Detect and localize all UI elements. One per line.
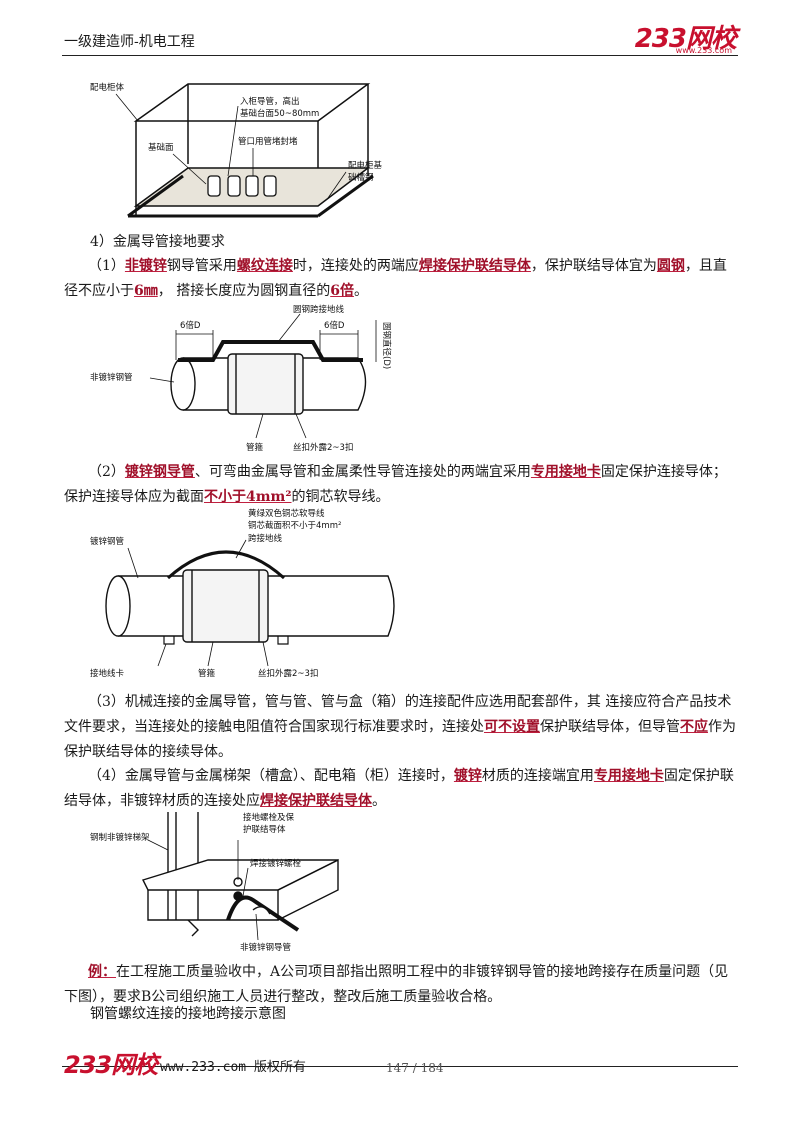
- p4-key-weld: 焊接保护联结导体: [260, 793, 372, 809]
- six-d-right-label: 6倍D: [324, 320, 345, 331]
- tray-connection-figure: 接地螺栓及保 护联结导体 钢制非镀锌梯架 焊接镀锌螺栓 非镀锌钢导管: [90, 812, 339, 953]
- example-paragraph: 例：在工程施工质量验收中，A公司项目部指出照明工程中的非镀锌钢导管的接地跨接存在…: [64, 960, 740, 1010]
- paragraph-3: （3）机械连接的金属导管，管与管、管与盒（箱）的连接配件应选用配套部件，其 连接…: [64, 690, 740, 765]
- p1-text: 时，连接处的两端应: [292, 258, 419, 274]
- p2-num: （2）: [88, 464, 125, 480]
- channel-label-1: 配电柜基: [348, 160, 383, 171]
- p2-text: 、可弯曲金属导管和金属柔性导管连接处的两端宜采用: [194, 464, 531, 480]
- p1-num: （1）: [88, 258, 125, 274]
- brand-logo[interactable]: 233网校 www.233.com: [634, 18, 737, 55]
- p1-key-threaded: 螺纹连接: [236, 258, 293, 274]
- threaded-bridge-figure: 6倍D 6倍D 圆钢跨接地线 圆钢直径(D) 非镀锌钢管 管箍 丝扣外露2~3扣: [90, 304, 392, 453]
- clamp-label: 接地线卡: [90, 668, 125, 679]
- p4-key-galvanized: 镀锌: [453, 768, 482, 784]
- bolt-label-1: 接地螺栓及保: [243, 812, 295, 823]
- paragraph-4: （4）金属导管与金属梯架（槽盒）、配电箱（柜）连接时，镀锌材质的连接端宜用专用接…: [64, 764, 740, 814]
- p2-text: 的铜芯软导线。: [291, 489, 390, 505]
- wire-label-3: 跨接地线: [248, 533, 283, 544]
- p3-key-shall-not: 不应: [680, 719, 708, 735]
- p4-text: 材质的连接端宜用: [481, 768, 594, 784]
- cabinet-figure: 配电柜体 入柜导管，高出 基础台面50~80mm 基础面 管口用管堵封堵 配电柜…: [90, 82, 383, 218]
- p4-text: 固定保护联结导体，非镀锌材质的连接处应: [64, 768, 734, 809]
- section-title: 4）金属导管接地要求: [90, 234, 225, 250]
- pipe-label: 非镀锌钢导管: [240, 942, 291, 953]
- example-caption: 钢管螺纹连接的接地跨接示意图: [90, 1006, 286, 1022]
- p2-key-clamp: 专用接地卡: [530, 464, 601, 480]
- p1-text: ，且直径不应小于: [64, 258, 727, 299]
- p4-key-clamp: 专用接地卡: [593, 768, 664, 784]
- coupling-label: 管箍: [198, 668, 216, 679]
- page-number: 147 / 184: [386, 1061, 444, 1075]
- document-header-title: 一级建造师-机电工程: [64, 34, 195, 50]
- p3-text: 作为保护联结导体的接续导体。: [64, 719, 736, 760]
- p4-text: （4）金属导管与金属梯架（槽盒）、配电箱（柜）连接时，: [88, 768, 454, 784]
- bolt-label-2: 护联结导体: [243, 824, 286, 835]
- example-text: 在工程施工质量验收中，A公司项目部指出照明工程中的非镀锌钢导管的接地跨接存在质量…: [64, 964, 729, 1005]
- wire-label-1: 黄绿双色铜芯软导线: [248, 508, 325, 519]
- p3-text: （3）机械连接的金属导管，管与管、管与盒（箱）的连接配件应选用配套部件，其 连接…: [64, 694, 732, 735]
- p4-text: 。: [372, 793, 386, 809]
- brand-logo-text: 233网校: [634, 24, 737, 54]
- p2-text: 固定保护连接导体；保护连接导体应为截面: [64, 464, 727, 505]
- p1-text: 钢导管采用: [166, 258, 237, 274]
- footer-copyright: www.233.com 版权所有: [160, 1060, 306, 1075]
- thread-label: 丝扣外露2~3扣: [258, 668, 318, 679]
- p1-text: ，保护联结导体宜为: [530, 258, 657, 274]
- weld-bolt-label: 焊接镀锌螺栓: [250, 858, 302, 869]
- p1-text: ， 搭接长度应为圆钢直径的: [157, 283, 331, 299]
- wire-label-2: 铜芯截面积不小于4mm²: [248, 520, 341, 531]
- footer-brand-logo[interactable]: 233网校: [64, 1051, 158, 1079]
- brand-logo-url: www.233.com: [675, 46, 732, 55]
- paragraph-1: （1）非镀锌钢导管采用螺纹连接时，连接处的两端应焊接保护联结导体，保护联结导体宜…: [64, 254, 740, 304]
- p1-key-round-steel: 圆钢: [656, 258, 685, 274]
- p1-key-6x: 6倍: [330, 283, 354, 299]
- seal-label: 管口用管堵封堵: [238, 136, 298, 147]
- p2-key-4mm2: 不小于4mm²: [204, 489, 292, 505]
- p1-text: 。: [353, 283, 368, 299]
- p1-key-6mm: 6㎜: [134, 283, 158, 299]
- header-rule: [62, 55, 738, 56]
- galvanized-pipe-label: 镀锌钢管: [90, 536, 124, 547]
- example-lead: 例：: [88, 964, 116, 980]
- p2-key-galvanized: 镀锌钢导管: [124, 464, 195, 480]
- thread-label: 丝扣外露2~3扣: [293, 442, 353, 453]
- galvanized-bridge-figure: 黄绿双色铜芯软导线 铜芯截面积不小于4mm² 跨接地线 镀锌钢管 接地线卡 管箍…: [90, 508, 395, 679]
- p1-key-weld: 焊接保护联结导体: [418, 258, 531, 274]
- pipe-label-2: 基础台面50~80mm: [240, 108, 319, 119]
- tray-label: 钢制非镀锌梯架: [90, 832, 150, 843]
- p3-key-optional: 可不设置: [484, 719, 540, 735]
- diameter-label: 圆钢直径(D): [381, 322, 392, 369]
- footer-rule: [62, 1066, 738, 1067]
- channel-label-2: 础槽钢: [348, 172, 374, 183]
- coupling-label: 管箍: [246, 442, 264, 453]
- base-label: 基础面: [148, 142, 174, 153]
- p1-key-non-galvanized: 非镀锌: [124, 258, 167, 274]
- bridge-label: 圆钢跨接地线: [293, 304, 345, 315]
- pipe-label: 非镀锌钢管: [90, 372, 133, 383]
- six-d-left-label: 6倍D: [180, 320, 201, 331]
- cabinet-label: 配电柜体: [90, 82, 125, 93]
- p3-text: 保护联结导体，但导管: [540, 719, 680, 735]
- pipe-label-1: 入柜导管，高出: [240, 96, 300, 107]
- paragraph-2: （2）镀锌钢导管、可弯曲金属导管和金属柔性导管连接处的两端宜采用专用接地卡固定保…: [64, 460, 740, 510]
